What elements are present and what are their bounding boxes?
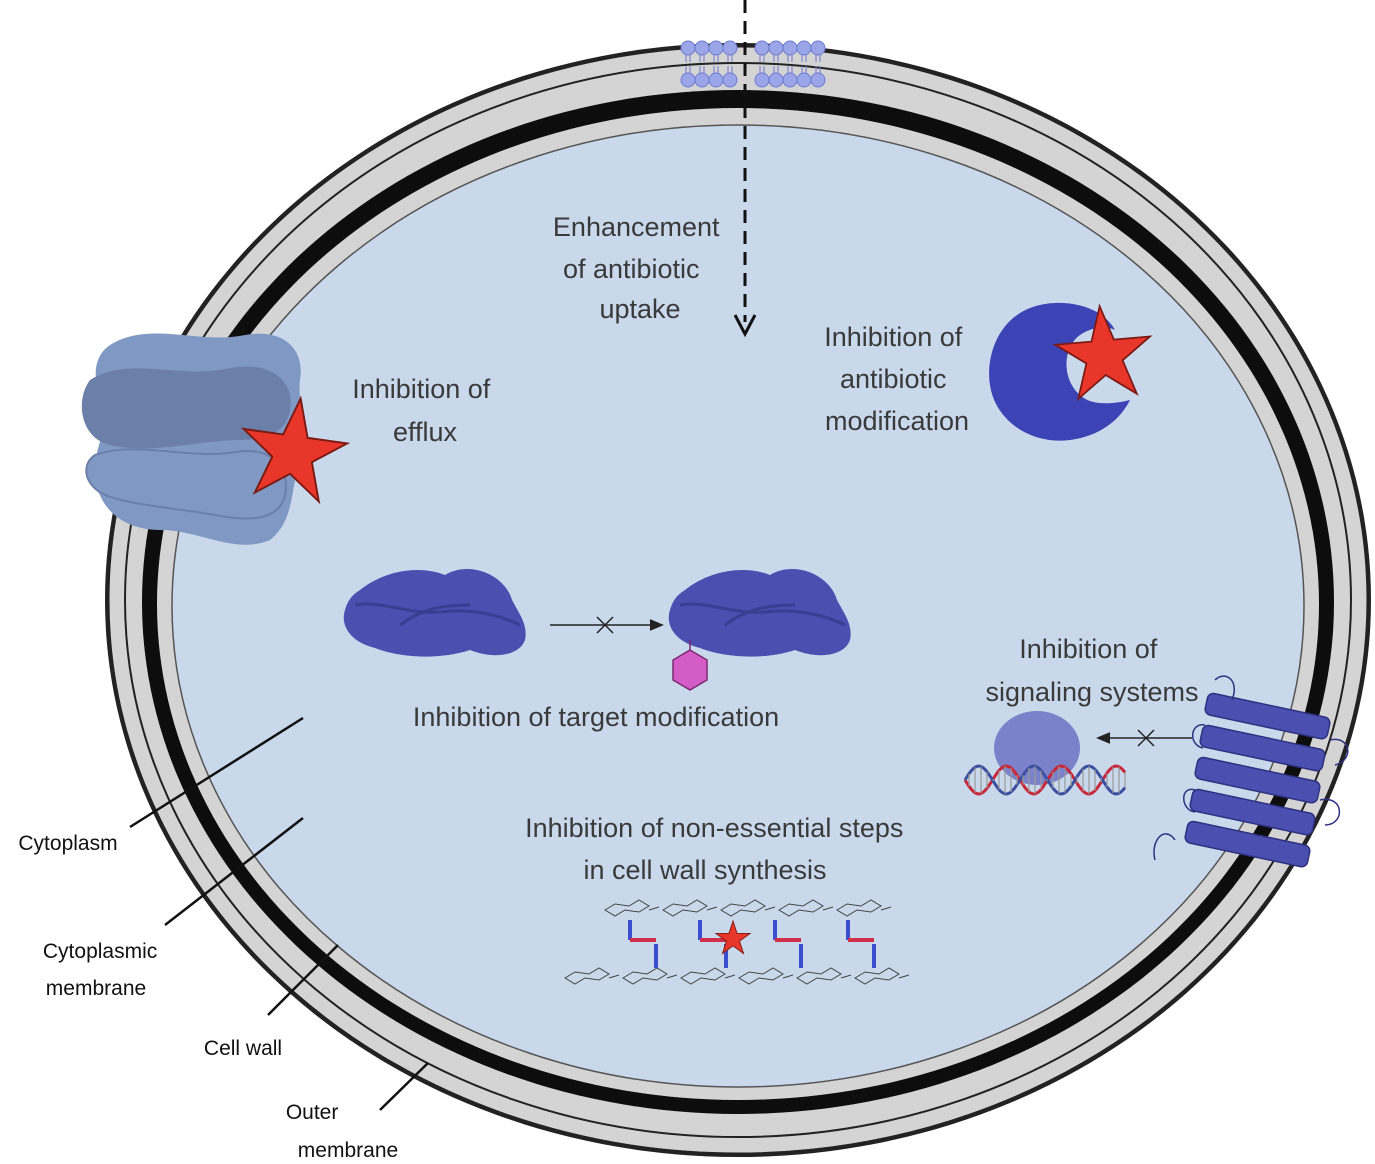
cytoplasm-label: Cytoplasm [18, 832, 117, 855]
sugar-ring [680, 967, 736, 985]
cell-wall-label: Cell wall [204, 1037, 282, 1060]
lipid-head [768, 40, 784, 56]
ribosome-icon [343, 569, 526, 657]
cytoplasmic-membrane-label: Cytoplasmic membrane [43, 940, 163, 1000]
lipid-head [708, 72, 724, 88]
lipid-head [782, 72, 798, 88]
sugar-ring [778, 899, 834, 917]
lipid-head [754, 72, 770, 88]
sugar-ring [836, 899, 892, 917]
cellwall-label: Inhibition of non-essential steps in cel… [525, 813, 911, 885]
blocked-arrow [550, 616, 664, 634]
uptake-arrow [733, 0, 757, 338]
sugar-ring [720, 899, 776, 917]
porin-lipid-icon [680, 40, 826, 88]
uptake-label: Enhancement of antibiotic uptake [553, 212, 727, 324]
ribosome-icon [668, 569, 851, 657]
sugar-ring [796, 967, 852, 985]
lipid-head [796, 40, 812, 56]
cell-wall-line [124, 62, 1352, 1138]
enzyme-icon [989, 302, 1130, 441]
lipid-head [722, 40, 738, 56]
lipid-head [810, 40, 826, 56]
lipid-head [782, 40, 798, 56]
modification-label: Inhibition of antibiotic modification [824, 322, 970, 436]
sugar-ring [662, 899, 718, 917]
lipid-head [796, 72, 812, 88]
lipid-head [722, 72, 738, 88]
lipid-head [810, 72, 826, 88]
leader-lines [129, 716, 429, 1111]
efflux-label: Inhibition of efflux [352, 374, 498, 447]
sugar-ring [854, 967, 910, 985]
lipid-head [680, 72, 696, 88]
peptidoglycan-icon [564, 899, 910, 985]
efflux-pump-icon [81, 333, 304, 545]
sugar-ring [564, 967, 620, 985]
signaling-label: Inhibition of signaling systems [985, 634, 1198, 707]
sugar-ring [604, 899, 660, 917]
blocked-arrow [1096, 729, 1192, 747]
lipid-head [708, 40, 724, 56]
receptor-icon [1153, 675, 1349, 868]
lipid-head [754, 40, 770, 56]
outer-membrane-label: Outer membrane [286, 1101, 398, 1162]
modification-hexagon-icon [672, 640, 708, 691]
dna-icon [963, 711, 1127, 796]
sugar-ring [738, 967, 794, 985]
lipid-head [694, 72, 710, 88]
lipid-head [768, 72, 784, 88]
sugar-ring [622, 967, 678, 985]
lipid-head [680, 40, 696, 56]
lipid-head [694, 40, 710, 56]
target-label: Inhibition of target modification [413, 702, 779, 732]
